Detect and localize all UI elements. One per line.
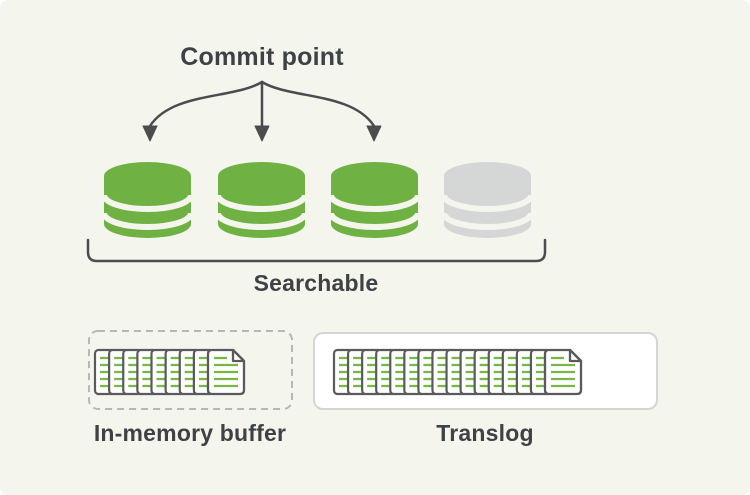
segment-cylinders: [101, 162, 534, 238]
in-memory-buffer-label: In-memory buffer: [93, 420, 287, 446]
folded-corner-icon: [568, 348, 583, 363]
database-icon-green-3: [328, 162, 421, 238]
translog-doc-stack-icon: [332, 348, 583, 396]
searchable-label: Searchable: [253, 270, 379, 296]
arrowhead-left-icon: [142, 125, 158, 142]
searchable-bracket: [86, 238, 547, 263]
database-icon-green-1: [101, 162, 194, 238]
arrow-curve-left: [148, 80, 264, 128]
folded-corner-icon: [231, 348, 246, 363]
commit-point-arrows: [142, 80, 382, 142]
in-memory-buffer-box: [88, 330, 293, 410]
database-icon-green-2: [215, 162, 308, 238]
arrowhead-right-icon: [366, 125, 382, 142]
database-icon-gray-4: [441, 162, 534, 238]
commit-point-label: Commit point: [180, 43, 344, 71]
arrowhead-center-icon: [254, 125, 270, 142]
translog-label: Translog: [436, 420, 534, 446]
arrow-curve-right: [260, 80, 376, 128]
buffer-doc-stack-icon: [93, 348, 246, 396]
